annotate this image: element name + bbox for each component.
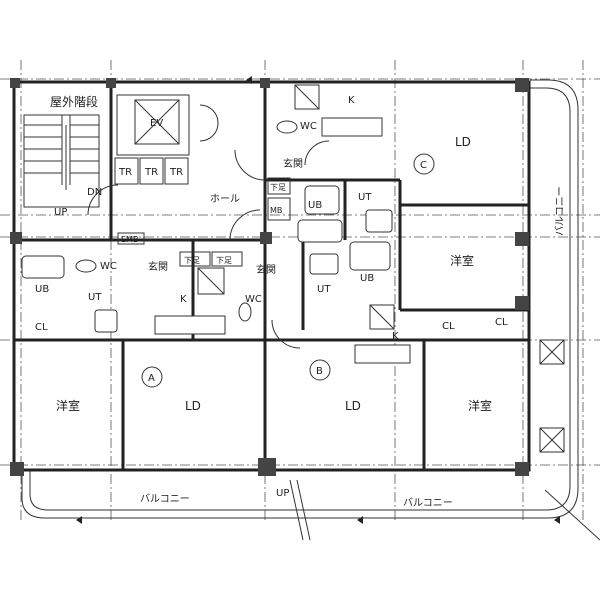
label-unit-b: B bbox=[316, 366, 323, 377]
elevator bbox=[116, 94, 190, 156]
label-a-genkan: 玄関 bbox=[148, 260, 168, 273]
misc-boxes bbox=[117, 84, 600, 541]
label-c-youshitsu: 洋室 bbox=[450, 253, 474, 268]
label-b-ld: LD bbox=[345, 399, 361, 413]
label-c-genkan: 玄関 bbox=[283, 157, 303, 170]
label-shoes-a: 下足 bbox=[184, 256, 200, 265]
label-balcony-left: バルコニー bbox=[140, 493, 190, 505]
label-a-ub: UB bbox=[35, 284, 49, 295]
label-balcony-side: バルコニー bbox=[554, 186, 566, 236]
balcony-outline bbox=[21, 79, 579, 519]
label-a-ut: UT bbox=[88, 292, 102, 303]
label-b-youshitsu: 洋室 bbox=[468, 398, 492, 413]
label-b-k: K bbox=[392, 331, 399, 342]
label-c-k: K bbox=[348, 95, 355, 106]
label-b-ut: UT bbox=[317, 284, 331, 295]
unit-c-marker bbox=[413, 153, 435, 175]
label-b-ub: UB bbox=[360, 273, 374, 284]
label-hall: ホール bbox=[210, 193, 240, 205]
label-up-left: UP bbox=[54, 207, 67, 218]
label-b-wc: WC bbox=[245, 294, 262, 305]
label-tr-2: TR bbox=[144, 167, 158, 178]
columns bbox=[10, 78, 529, 476]
label-b-cl-1: CL bbox=[442, 321, 455, 332]
fixtures bbox=[21, 104, 411, 364]
unit-a-marker bbox=[141, 366, 163, 388]
outdoor-stairs bbox=[23, 114, 100, 208]
label-tr-1: TR bbox=[118, 167, 132, 178]
unit-b-marker bbox=[309, 359, 331, 381]
label-c-ld: LD bbox=[455, 135, 471, 149]
label-shoes-top: 下足 bbox=[270, 183, 286, 192]
building-walls bbox=[12, 80, 531, 472]
label-emb: EMB bbox=[121, 235, 138, 244]
label-unit-a: A bbox=[148, 373, 155, 384]
label-a-k: K bbox=[180, 294, 187, 305]
label-balcony-right: バルコニー bbox=[403, 497, 453, 509]
label-a-wc: WC bbox=[100, 261, 117, 272]
label-c-ut: UT bbox=[358, 192, 372, 203]
trunk-rooms bbox=[114, 157, 189, 185]
label-up-bottom: UP bbox=[276, 488, 289, 499]
label-ev: EV bbox=[150, 118, 163, 129]
label-outdoor-stairs: 屋外階段 bbox=[50, 94, 98, 109]
label-b-cl-2: CL bbox=[495, 317, 508, 328]
label-a-ld: LD bbox=[185, 399, 201, 413]
label-unit-c: C bbox=[420, 160, 427, 171]
label-dn: DN bbox=[87, 187, 102, 198]
label-mb: MB bbox=[270, 206, 282, 215]
label-c-ub: UB bbox=[308, 200, 322, 211]
label-b-genkan: 玄関 bbox=[256, 263, 276, 276]
label-a-cl: CL bbox=[35, 322, 48, 333]
label-tr-3: TR bbox=[169, 167, 183, 178]
label-a-youshitsu: 洋室 bbox=[56, 398, 80, 413]
label-c-wc: WC bbox=[300, 121, 317, 132]
label-shoes-b: 下足 bbox=[216, 256, 232, 265]
